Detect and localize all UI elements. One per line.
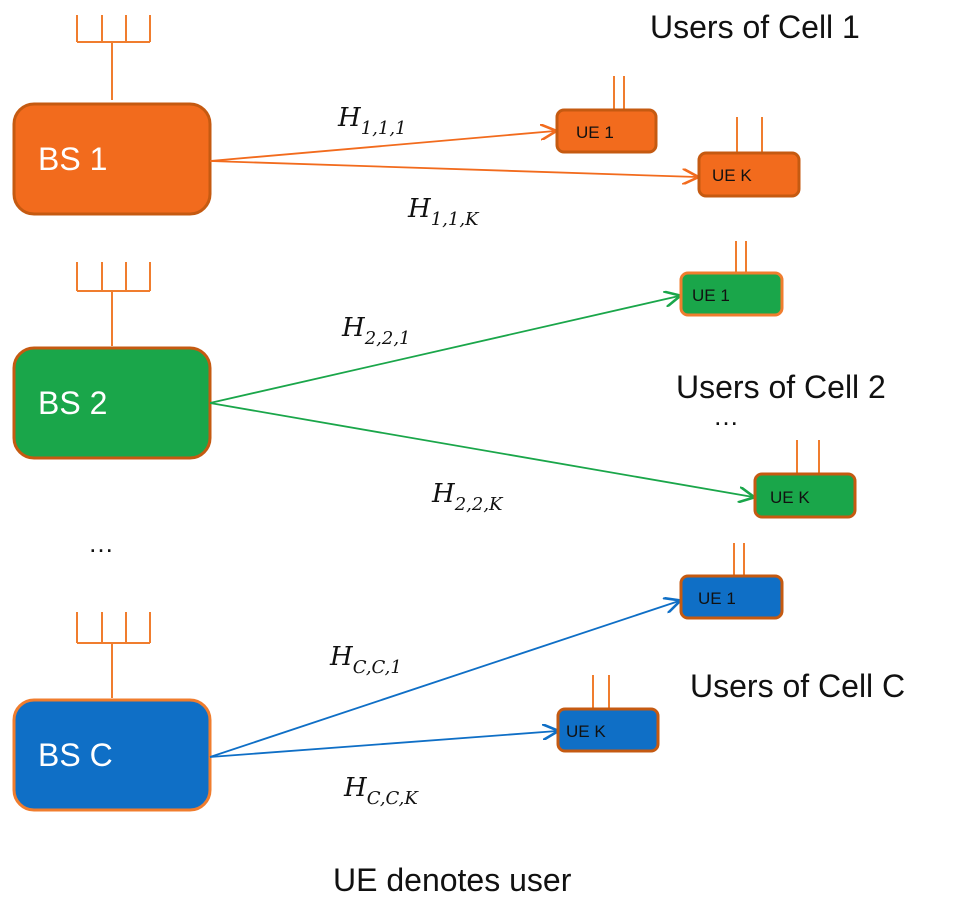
channel-arrow <box>209 296 679 404</box>
channel-arrow <box>209 601 679 758</box>
ue-antenna-icon <box>796 440 820 474</box>
user-equipment: UE K <box>697 151 801 198</box>
ue-antenna-icon <box>735 241 747 273</box>
cell-users-label: Users of Cell C <box>690 668 905 704</box>
ue-antenna-icon <box>592 675 610 709</box>
ue-label: UE 1 <box>698 589 736 608</box>
cell-users-label: Users of Cell 2 <box>676 369 886 405</box>
ue-label: UE K <box>566 722 606 741</box>
ue-antenna-icon <box>733 543 745 576</box>
channel-arrow <box>209 731 557 758</box>
bs-ellipsis: … <box>88 528 114 558</box>
ue-label: UE 1 <box>576 123 614 142</box>
cell-users-label: Users of Cell 1 <box>650 9 860 45</box>
bsc-antenna-icon <box>76 612 151 698</box>
users-ellipsis: … <box>713 401 739 431</box>
ue-label: UE K <box>770 488 810 507</box>
channel-label: H1,1,K <box>407 194 480 230</box>
channel-label: H1,1,1 <box>337 103 407 139</box>
bs-label: BS 2 <box>38 385 107 421</box>
ue-label: UE 1 <box>692 286 730 305</box>
channel-label: H2,2,K <box>431 479 504 515</box>
cell-1: BS 1 H1,1,1 H1,1,K UE 1 UE K Users of Ce… <box>12 9 860 230</box>
ue-label: UE K <box>712 166 752 185</box>
user-equipment: UE 1 <box>679 574 784 620</box>
ue-antenna-icon <box>736 117 763 153</box>
cell-c: BS C HC,C,1 HC,C,K UE 1 UE K Users of Ce… <box>12 543 905 812</box>
user-equipment: UE 1 <box>555 108 658 154</box>
channel-label: HC,C,1 <box>329 642 402 678</box>
footnote: UE denotes user <box>333 862 572 898</box>
base-station-c: BS C <box>12 698 212 812</box>
base-station-2: BS 2 <box>12 346 212 460</box>
ue-antenna-icon <box>613 76 625 110</box>
user-equipment: UE K <box>753 472 857 519</box>
channel-label: H2,2,1 <box>341 313 411 349</box>
user-equipment: UE 1 <box>679 271 784 317</box>
channel-arrow <box>209 131 555 162</box>
bs-label: BS C <box>38 737 113 773</box>
cell-2: BS 2 H2,2,1 H2,2,K UE 1 UE K Users of Ce… <box>12 241 886 519</box>
bs-label: BS 1 <box>38 141 107 177</box>
bs1-antenna-icon <box>76 15 151 100</box>
channel-arrow <box>209 160 697 177</box>
channel-label: HC,C,K <box>343 773 419 809</box>
bs2-antenna-icon <box>76 262 151 346</box>
user-equipment: UE K <box>556 707 660 753</box>
channel-arrow <box>209 402 753 497</box>
base-station-1: BS 1 <box>12 102 212 216</box>
